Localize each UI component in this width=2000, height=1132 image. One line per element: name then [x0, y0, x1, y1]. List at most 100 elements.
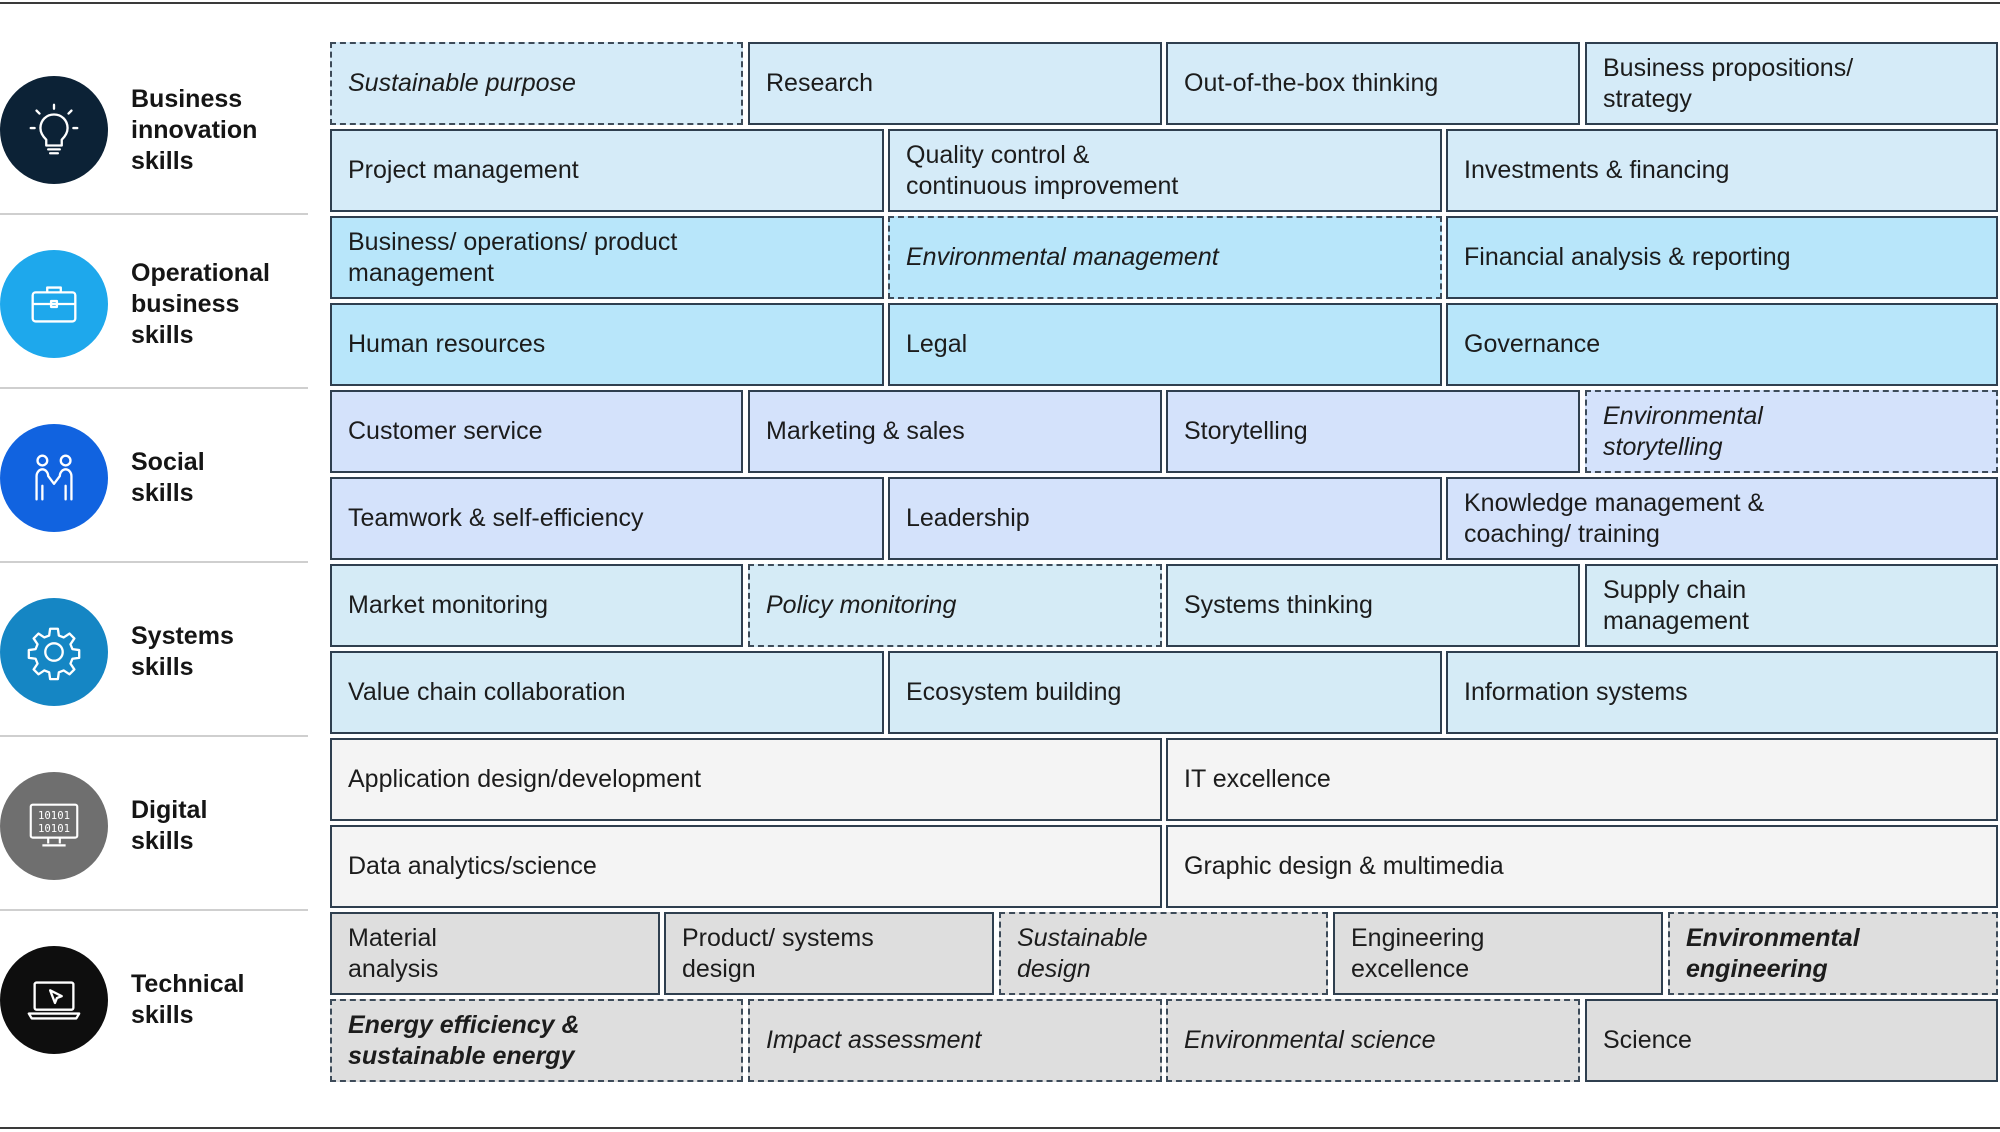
- skill-label: Engineering excellence: [1351, 923, 1485, 983]
- skill-label: Environmental management: [906, 243, 1219, 271]
- skill-cell: Sustainable design: [999, 912, 1328, 995]
- briefcase-icon: [0, 250, 108, 358]
- skill-label: Energy efficiency & sustainable energy: [348, 1010, 580, 1070]
- category-separator: [0, 213, 308, 215]
- skill-cell: Environmental engineering: [1668, 912, 1998, 995]
- skill-cell: Value chain collaboration: [330, 651, 884, 734]
- skill-label: Impact assessment: [766, 1026, 982, 1054]
- svg-text:10101: 10101: [38, 809, 70, 822]
- skill-label: Environmental science: [1184, 1026, 1436, 1054]
- skill-label: Customer service: [348, 417, 543, 445]
- skill-cell: Data analytics/science: [330, 825, 1162, 908]
- skill-label: Out-of-the-box thinking: [1184, 69, 1439, 97]
- skill-label: Leadership: [906, 504, 1030, 532]
- gear-icon: [0, 598, 108, 706]
- skill-cell: Market monitoring: [330, 564, 743, 647]
- skill-cell: Investments & financing: [1446, 129, 1998, 212]
- skill-cell: IT excellence: [1166, 738, 1998, 821]
- category-separator: [0, 387, 308, 389]
- category-separator: [0, 909, 308, 911]
- category-label: Business innovation skills: [131, 84, 258, 175]
- skill-label: Science: [1603, 1026, 1692, 1054]
- skill-cell: Application design/development: [330, 738, 1162, 821]
- skill-label: Material analysis: [348, 923, 439, 983]
- category-label: Digital skills: [131, 796, 208, 855]
- skill-cell: Storytelling: [1166, 390, 1580, 473]
- skill-label: Legal: [906, 330, 968, 358]
- skill-cell: Governance: [1446, 303, 1998, 386]
- laptop-cursor-icon: [0, 946, 108, 1054]
- skill-cell: Business propositions/ strategy: [1585, 42, 1998, 125]
- skill-cell: Financial analysis & reporting: [1446, 216, 1998, 299]
- svg-text:10101: 10101: [38, 822, 70, 835]
- skill-label: Marketing & sales: [766, 417, 965, 445]
- skill-cell: Project management: [330, 129, 884, 212]
- skill-label: Governance: [1464, 330, 1601, 358]
- skill-label: IT excellence: [1184, 765, 1331, 793]
- skill-label: Business propositions/ strategy: [1603, 53, 1854, 113]
- skill-cell: Human resources: [330, 303, 884, 386]
- category-5: Technical skills: [0, 912, 320, 1086]
- skill-label: Value chain collaboration: [348, 678, 626, 706]
- skill-cell: Marketing & sales: [748, 390, 1162, 473]
- skill-label: Sustainable purpose: [348, 69, 576, 97]
- skill-label: Ecosystem building: [906, 678, 1122, 706]
- skill-cell: Material analysis: [330, 912, 660, 995]
- category-4: 10101 10101 Digital skills: [0, 738, 320, 912]
- skill-cell: Energy efficiency & sustainable energy: [330, 999, 743, 1082]
- skill-label: Application design/development: [348, 765, 702, 793]
- skill-cell: Environmental storytelling: [1585, 390, 1998, 473]
- skill-cell: Graphic design & multimedia: [1166, 825, 1998, 908]
- skill-label: Information systems: [1464, 678, 1688, 706]
- skill-label: Investments & financing: [1464, 156, 1730, 184]
- skill-cell: Out-of-the-box thinking: [1166, 42, 1580, 125]
- skill-label: Quality control & continuous improvement: [906, 140, 1179, 200]
- skill-label: Knowledge management & coaching/ trainin…: [1464, 488, 1765, 548]
- category-label: Social skills: [131, 448, 205, 507]
- skill-label: Financial analysis & reporting: [1464, 243, 1791, 271]
- category-label: Operational business skills: [131, 258, 270, 349]
- skill-label: Systems thinking: [1184, 591, 1373, 619]
- skill-cell: Science: [1585, 999, 1998, 1082]
- skill-cell: Information systems: [1446, 651, 1998, 734]
- skill-label: Human resources: [348, 330, 546, 358]
- skill-label: Storytelling: [1184, 417, 1308, 445]
- category-separator: [0, 561, 308, 563]
- skill-label: Graphic design & multimedia: [1184, 852, 1504, 880]
- category-1: Operational business skills: [0, 216, 320, 390]
- skill-label: Market monitoring: [348, 591, 549, 619]
- skill-label: Product/ systems design: [682, 923, 874, 983]
- skill-cell: Impact assessment: [748, 999, 1162, 1082]
- skill-cell: Knowledge management & coaching/ trainin…: [1446, 477, 1998, 560]
- lightbulb-icon: [0, 76, 108, 184]
- skill-cell: Customer service: [330, 390, 743, 473]
- skill-label: Sustainable design: [1017, 923, 1148, 983]
- category-2: Social skills: [0, 390, 320, 564]
- skill-label: Environmental storytelling: [1603, 401, 1763, 461]
- bottom-rule: [0, 1127, 2000, 1129]
- top-rule: [0, 2, 2000, 4]
- skill-cell: Quality control & continuous improvement: [888, 129, 1442, 212]
- skill-cell: Supply chain management: [1585, 564, 1998, 647]
- skill-cell: Research: [748, 42, 1162, 125]
- handshake-people-icon: [0, 424, 108, 532]
- category-label: Technical skills: [131, 970, 245, 1029]
- skill-cell: Ecosystem building: [888, 651, 1442, 734]
- skill-label: Business/ operations/ product management: [348, 227, 678, 287]
- skill-cell: Environmental science: [1166, 999, 1580, 1082]
- binary-monitor-icon: 10101 10101: [0, 772, 108, 880]
- category-3: Systems skills: [0, 564, 320, 738]
- skill-cell: Teamwork & self-efficiency: [330, 477, 884, 560]
- skill-cell: Environmental management: [888, 216, 1442, 299]
- skill-cell: Systems thinking: [1166, 564, 1580, 647]
- skill-label: Environmental engineering: [1686, 923, 1860, 983]
- skill-cell: Engineering excellence: [1333, 912, 1663, 995]
- category-label: Systems skills: [131, 622, 234, 681]
- category-separator: [0, 735, 308, 737]
- skill-cell: Legal: [888, 303, 1442, 386]
- skill-label: Research: [766, 69, 873, 97]
- skill-cell: Policy monitoring: [748, 564, 1162, 647]
- skill-label: Data analytics/science: [348, 852, 597, 880]
- skill-label: Teamwork & self-efficiency: [348, 504, 644, 532]
- skill-label: Project management: [348, 156, 579, 184]
